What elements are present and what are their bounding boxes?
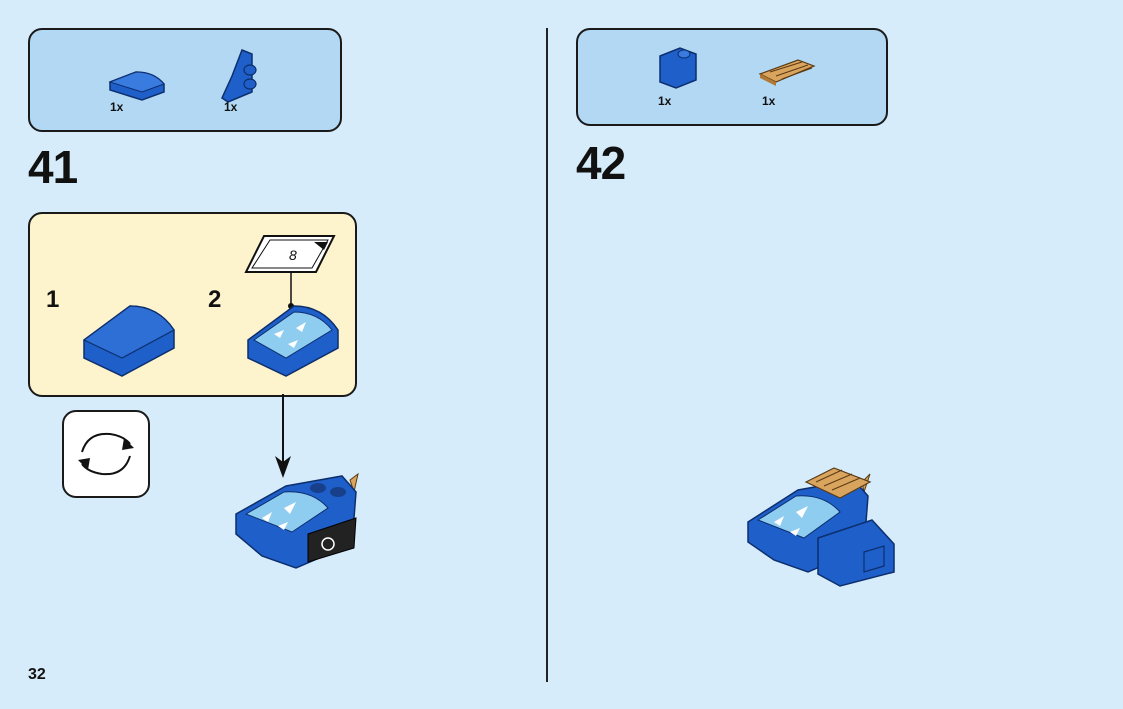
substep-number-1: 1: [46, 286, 60, 313]
arrow-down-icon: [275, 394, 291, 478]
blue-wedge-bracket-icon: [221, 49, 257, 103]
sticker-label: 8: [289, 247, 297, 263]
rotate-model-box: [62, 410, 150, 498]
sticker-sheet-icon: 8: [244, 235, 336, 273]
substep-number-2: 2: [208, 286, 222, 313]
rotate-model-icon: [78, 432, 134, 476]
part-qty-3: 1x: [658, 94, 672, 108]
part-qty-2: 1x: [224, 100, 238, 114]
blue-curved-slope-icon: [108, 71, 165, 101]
page-divider: [546, 28, 548, 682]
step-number-41: 41: [28, 141, 78, 193]
tan-grille-tile-icon: [758, 59, 816, 86]
sticker-curved-slope-icon: [247, 305, 339, 377]
blue-curved-slope-icon: [82, 305, 175, 377]
parts-box-step-42: 1x 1x: [576, 28, 888, 126]
model-step-41-icon: [235, 472, 359, 569]
part-qty-4: 1x: [762, 94, 776, 108]
substep-box: 1 2 8: [28, 212, 357, 397]
page-number: 32: [28, 666, 46, 683]
part-qty-1: 1x: [110, 100, 124, 114]
step-number-42: 42: [576, 137, 626, 189]
parts-box-step-41: 1x 1x: [28, 28, 342, 132]
blue-slope-brick-icon: [659, 47, 697, 89]
model-step-42-icon: [747, 467, 895, 587]
